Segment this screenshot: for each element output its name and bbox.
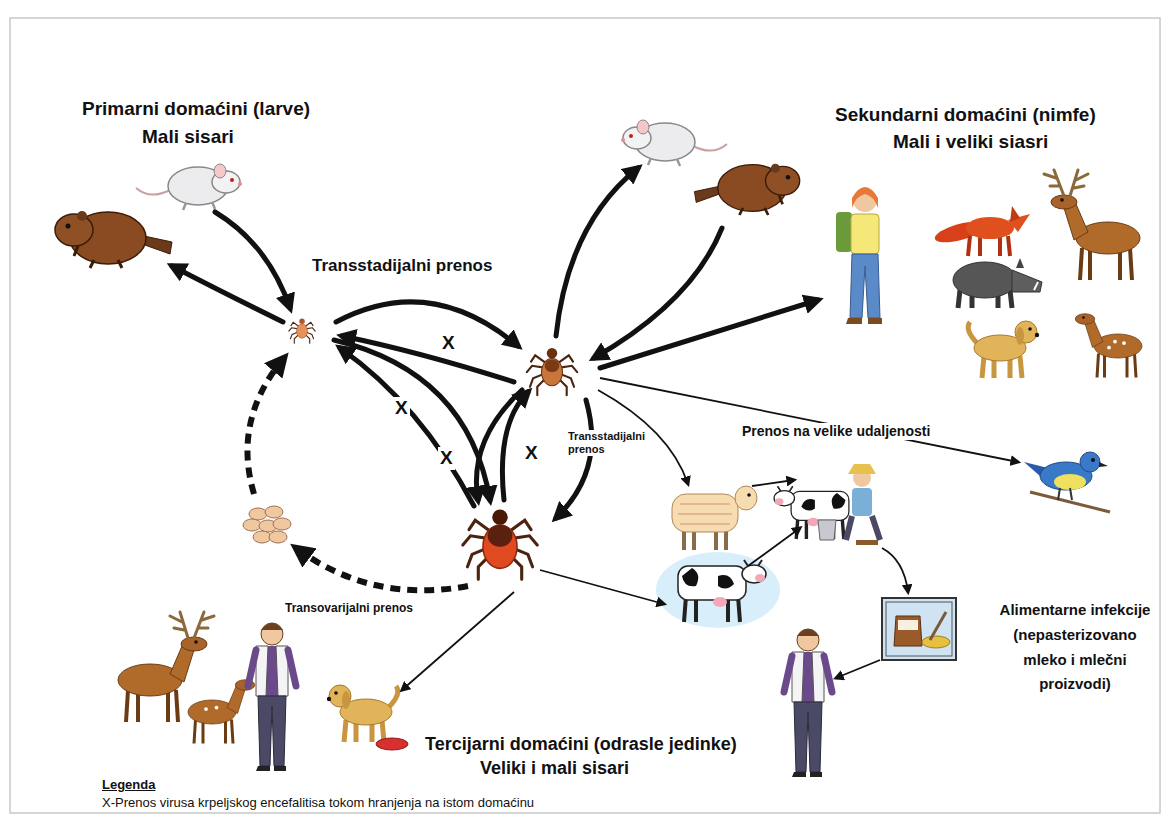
larva-tick xyxy=(289,318,315,343)
dairy-products-picture xyxy=(882,598,956,660)
host-heading: Primarni domaćini (larve) xyxy=(82,98,310,121)
legend-heading: Legenda xyxy=(102,777,534,792)
nymph-tick xyxy=(527,348,577,395)
host-subheading: Veliki i mali sisari xyxy=(480,758,629,780)
cofeeding-mark: X xyxy=(523,442,540,465)
boar-figure xyxy=(953,258,1042,308)
fawn-figure xyxy=(1075,314,1142,378)
fox-figure xyxy=(933,206,1030,256)
host-heading: Tercijarni domaćini (odrasle jedinke) xyxy=(425,734,737,756)
cofeeding-mark: X xyxy=(393,397,410,420)
eggs-figure xyxy=(243,506,291,543)
adult-tick xyxy=(463,509,537,579)
legend: LegendaX-Prenos virusa krpeljskog encefa… xyxy=(102,777,534,810)
transfer-arrows xyxy=(402,378,1018,690)
transmission-label: Transovarijalni prenos xyxy=(283,601,415,615)
transmission-label: Prenos na velike udaljenosti xyxy=(740,423,932,440)
milking-figure xyxy=(774,464,880,545)
hiker-figure xyxy=(836,187,882,324)
consumer-figure xyxy=(784,629,832,777)
host-heading: Sekundarni domaćini (nimfe) xyxy=(835,104,1096,127)
bird-figure xyxy=(1024,452,1110,512)
transmission-label: Transstadijalni prenos xyxy=(566,430,652,456)
cycle-arrows xyxy=(172,168,818,518)
sheep-figure xyxy=(672,486,757,550)
cow-figure xyxy=(656,552,780,628)
cofeeding-mark: X xyxy=(440,332,457,355)
cofeeding-mark: X xyxy=(438,447,455,470)
transovarial-arrows xyxy=(247,358,468,590)
host-subheading: Mali i veliki siasri xyxy=(893,131,1048,154)
primary-hosts xyxy=(55,164,242,268)
stag-figure xyxy=(1044,170,1140,280)
secondary-small-hosts xyxy=(621,120,800,215)
host-subheading: Mali sisari xyxy=(142,126,234,149)
infection-note: Alimentarne infekcije (nepasterizovano m… xyxy=(990,598,1160,697)
dog-figure xyxy=(968,321,1039,378)
transmission-label: Transstadijalni prenos xyxy=(312,256,492,276)
tertiary-hosts xyxy=(118,612,408,771)
legend-entry: X-Prenos virusa krpeljskog encefalitisa … xyxy=(102,795,534,810)
legend-text: X-Prenos virusa krpeljskog encefalitisa … xyxy=(102,795,534,810)
page-frame xyxy=(10,18,1160,813)
